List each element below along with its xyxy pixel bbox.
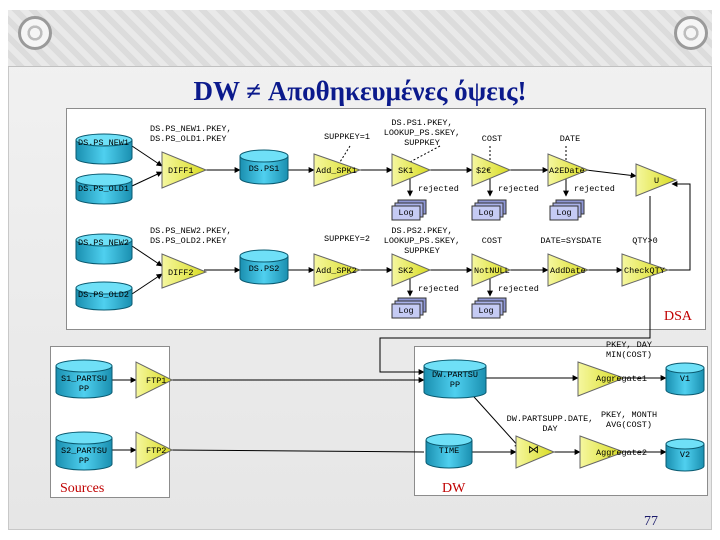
time-label: TIME	[438, 446, 460, 456]
add-spk-label-1: Add_SPK1	[316, 166, 357, 176]
log-label: Log	[398, 208, 414, 218]
aggregate1-activity	[577, 361, 626, 397]
supp-note-2: SUPPKEY=2	[324, 234, 370, 244]
v1-label: V1	[679, 374, 691, 384]
store-ds-ps-new1	[75, 133, 133, 165]
diff2-activity	[161, 253, 208, 289]
ftp2-activity	[135, 431, 174, 469]
sources-label: Sources	[60, 481, 105, 496]
v2-label: V2	[679, 450, 691, 460]
store-dw-partsupp	[423, 359, 487, 399]
notnull-activity	[471, 253, 512, 287]
log-stack-4	[391, 297, 427, 319]
a2edate-activity	[547, 153, 590, 187]
log-label: Log	[398, 306, 414, 316]
log-stack-5	[471, 297, 507, 319]
sk-label-2: SK2	[398, 266, 414, 276]
store-ds-ps-old2	[75, 281, 133, 311]
log-label: Log	[478, 208, 494, 218]
dsa-label: DSA	[664, 309, 693, 324]
cost-note-1: COST	[481, 134, 503, 144]
aggregate2-activity	[579, 435, 626, 469]
store-label-new1: DS.PS_NEW1	[78, 138, 130, 148]
log-stack-3	[549, 199, 585, 221]
log-stack-1	[391, 199, 427, 221]
sk-label-1: SK1	[398, 166, 414, 176]
diff-label-2: DIFF2	[168, 268, 194, 278]
cost-note-2: COST	[481, 236, 503, 246]
store-ds-ps1	[239, 149, 289, 185]
join-icon: ⋈	[528, 445, 539, 457]
supp-note-1: SUPPKEY=1	[324, 132, 370, 142]
qty-note: QTY>0	[632, 236, 658, 246]
slide-title: DW ≠ Αποθηκευμένες όψεις!	[193, 76, 527, 106]
sk1-activity	[391, 153, 432, 187]
sk-note-1: DS.PS1.PKEY, LOOKUP_PS.SKEY, SUPPKEY	[383, 118, 461, 148]
rejected-label: rejected	[574, 184, 615, 194]
conv-label: $2€	[476, 166, 492, 176]
store-label-old2: DS.PS_OLD2	[78, 290, 130, 300]
spiral-ornament-icon	[674, 16, 708, 50]
aggregate2-label: Aggregate2	[596, 448, 648, 458]
store-ds-ps-old1	[75, 173, 133, 205]
sk-note-2: DS.PS2.PKEY, LOOKUP_PS.SKEY, SUPPKEY	[383, 226, 461, 256]
ftp1-activity	[135, 361, 174, 399]
log-label: Log	[478, 306, 494, 316]
rejected-label: rejected	[498, 184, 539, 194]
store-label-old1: DS.PS_OLD1	[78, 184, 130, 194]
notnull-label: NotNULL	[474, 266, 510, 276]
s1-partsupp-label: S1_PARTSU PP	[61, 374, 107, 394]
store-ds-ps-new2	[75, 233, 133, 265]
agg2-note: PKEY, MONTH AVG(COST)	[600, 410, 658, 430]
store-s1-partsupp	[55, 359, 113, 399]
dw-partsupp-label: DW.PARTSU PP	[432, 370, 478, 390]
join-note: DW.PARTSUPP.DATE, DAY	[506, 414, 594, 434]
dw-label: DW	[442, 481, 466, 496]
diff-note-2: DS.PS_NEW2.PKEY, DS.PS_OLD2.PKEY	[150, 226, 232, 246]
ftp1-label: FTP1	[146, 376, 167, 386]
ps-store-label-1: DS.PS1	[248, 164, 280, 174]
add-spk1-activity	[313, 153, 362, 187]
add-spk-label-2: Add_SPK2	[316, 266, 357, 276]
rejected-label: rejected	[498, 284, 539, 294]
add-spk2-activity	[313, 253, 362, 287]
union-label: U	[654, 176, 660, 186]
store-label-new2: DS.PS_NEW2	[78, 238, 130, 248]
ps-store-label-2: DS.PS2	[248, 264, 280, 274]
diff1-activity	[161, 151, 208, 189]
checkqty-label: CheckQTY	[624, 266, 665, 276]
store-ds-ps2	[239, 249, 289, 285]
checkqty-activity	[621, 253, 670, 287]
store-time	[425, 433, 473, 469]
decorative-ribbon	[8, 10, 712, 67]
spiral-ornament-icon	[18, 16, 52, 50]
adddate-label: AddDate	[550, 266, 586, 276]
a2edate-label: A2EDate	[549, 166, 585, 176]
sk2-activity	[391, 253, 432, 287]
view-v1	[665, 362, 705, 396]
join-activity	[515, 435, 556, 469]
diff-note-1: DS.PS_NEW1.PKEY, DS.PS_OLD1.PKEY	[150, 124, 232, 144]
ftp2-label: FTP2	[146, 446, 167, 456]
date-note-1: DATE	[559, 134, 581, 144]
page-number: 77	[644, 514, 658, 529]
rejected-label: rejected	[418, 284, 459, 294]
dsa-panel	[66, 108, 706, 330]
view-v2	[665, 438, 705, 472]
log-label: Log	[556, 208, 572, 218]
conv-activity	[471, 153, 512, 187]
s2-partsupp-label: S2_PARTSU PP	[61, 446, 107, 466]
log-stack-2	[471, 199, 507, 221]
rejected-label: rejected	[418, 184, 459, 194]
diff-label-1: DIFF1	[168, 166, 194, 176]
date-note-2: DATE=SYSDATE	[540, 236, 602, 246]
store-s2-partsupp	[55, 431, 113, 471]
aggregate1-label: Aggregate1	[596, 374, 648, 384]
adddate-activity	[547, 253, 590, 287]
agg1-note: PKEY, DAY MIN(COST)	[606, 340, 652, 360]
union-activity	[635, 163, 678, 197]
